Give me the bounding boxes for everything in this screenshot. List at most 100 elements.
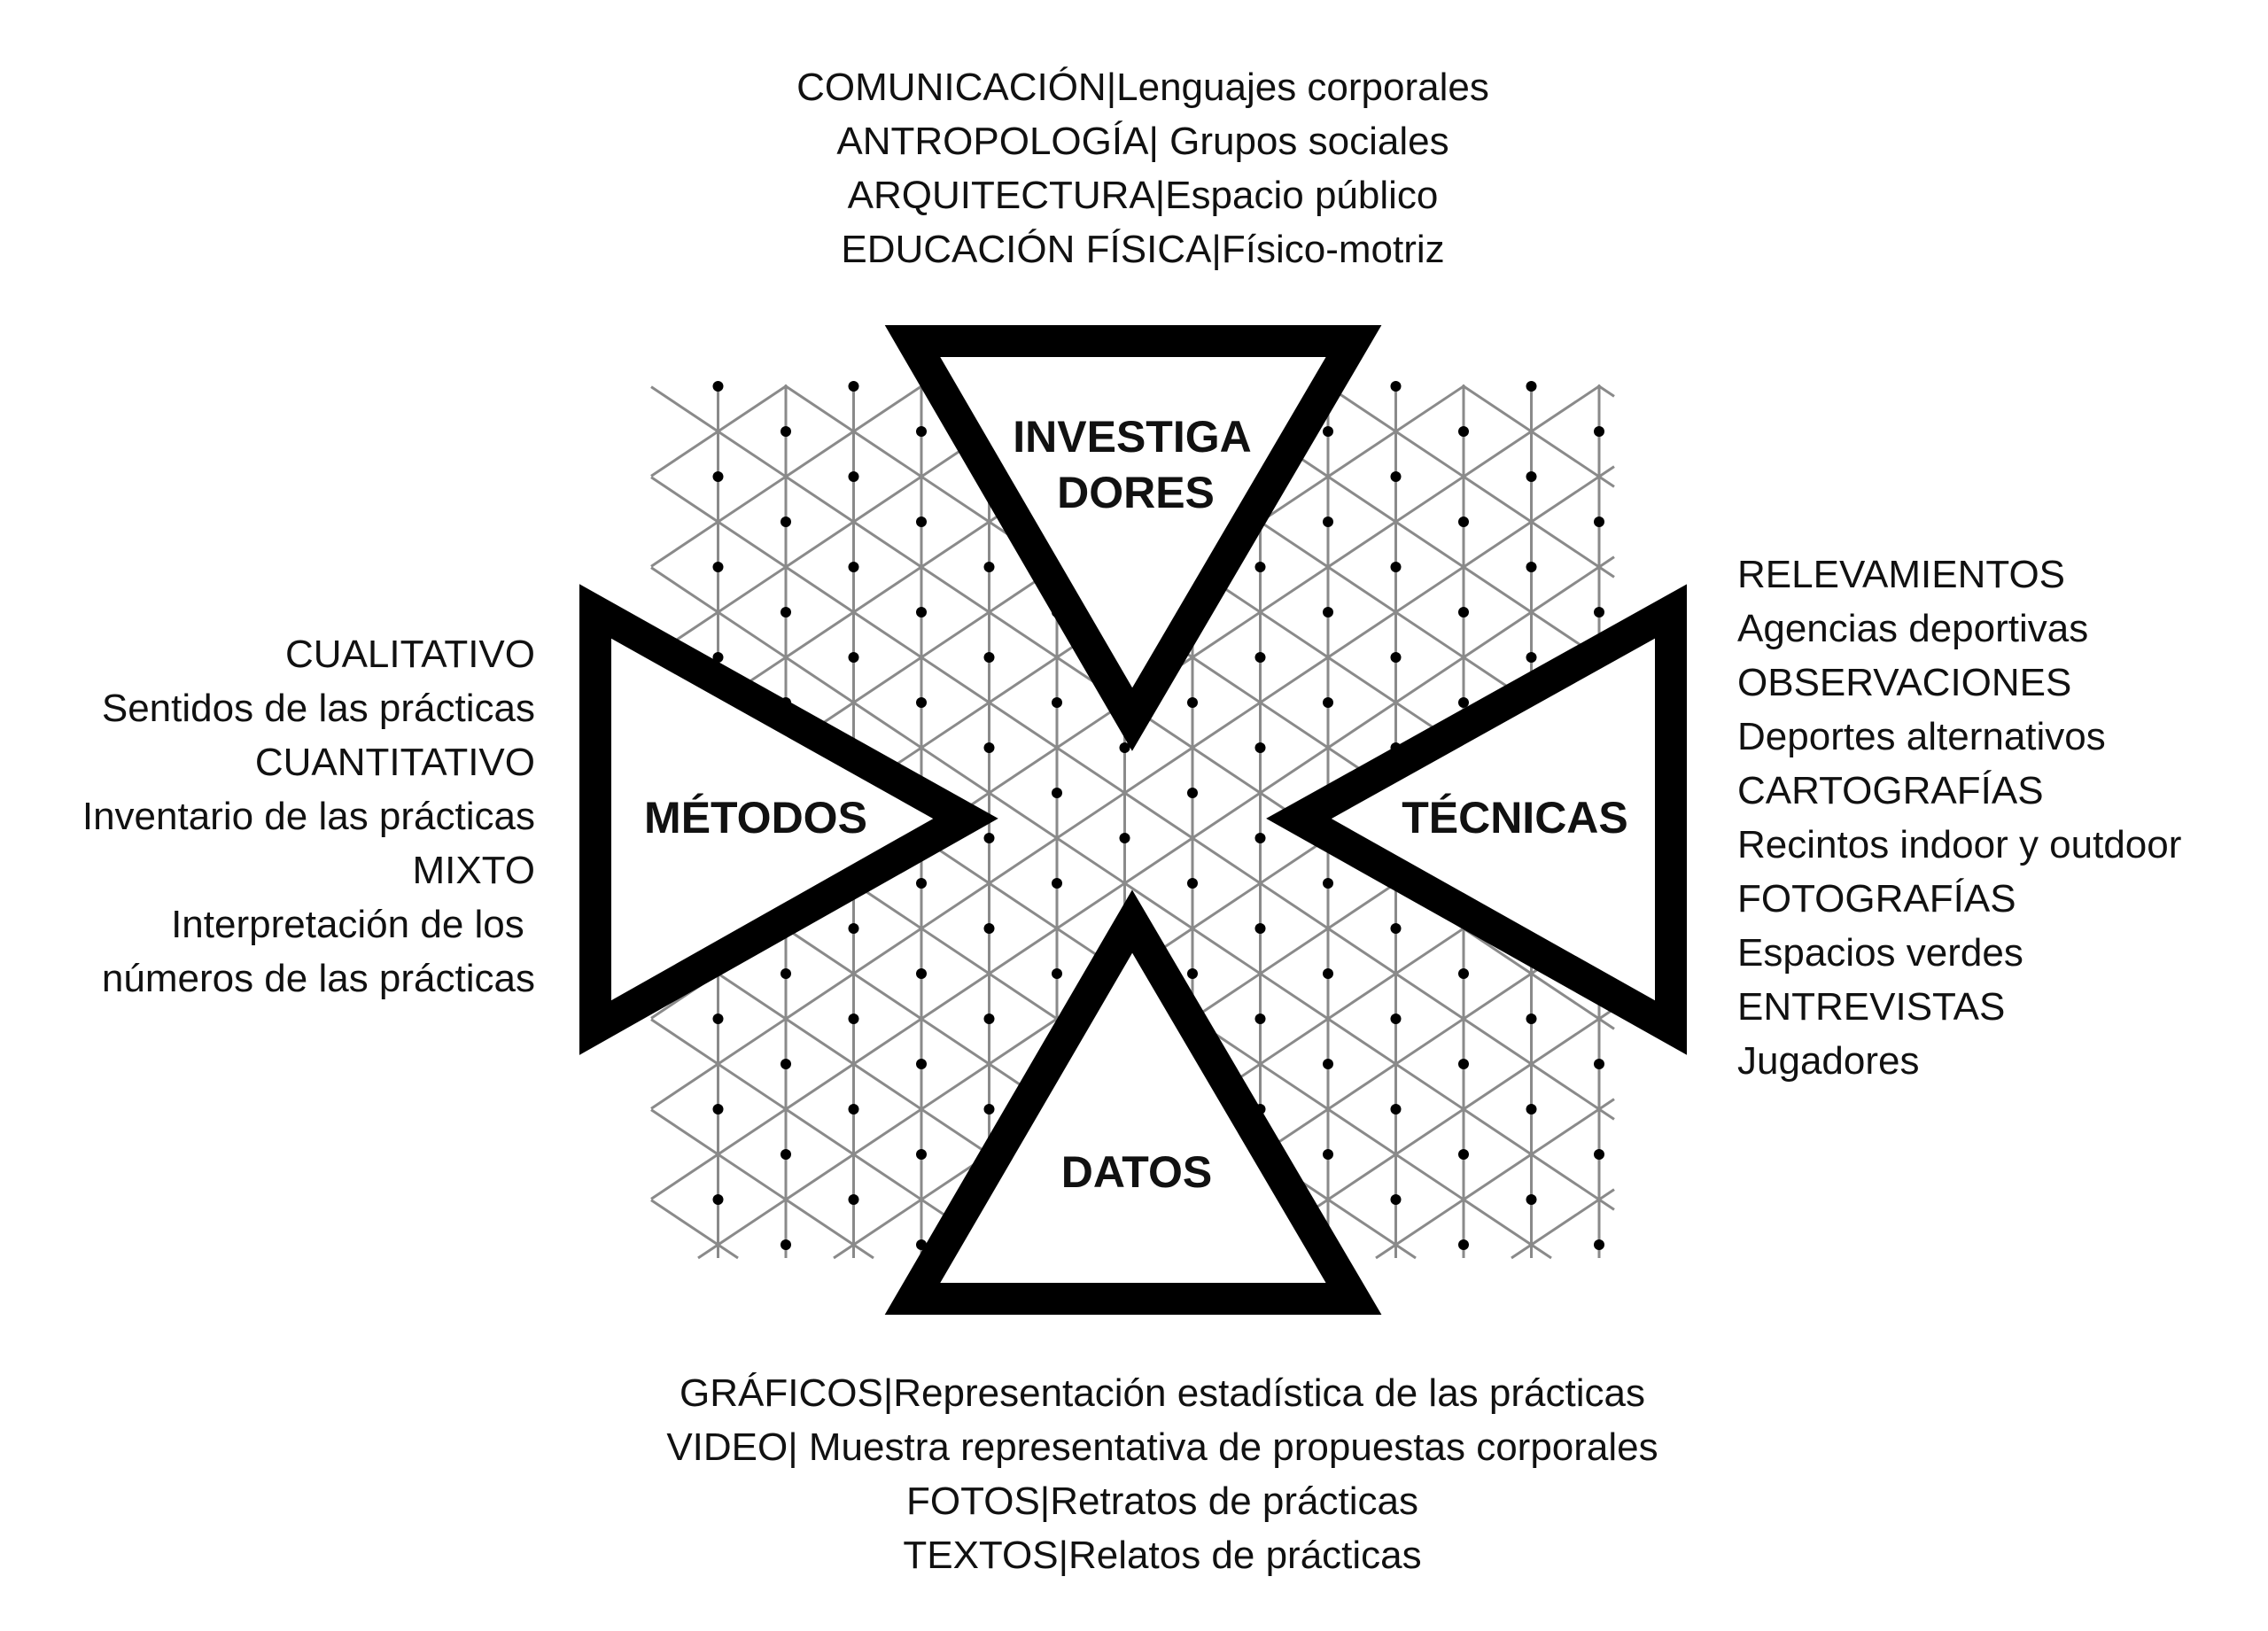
grid-line xyxy=(1596,384,1615,398)
grid-dot xyxy=(712,1104,724,1115)
grid-dot xyxy=(1390,923,1402,934)
grid-dot xyxy=(1458,968,1469,979)
grid-dot xyxy=(848,471,859,482)
grid-dot xyxy=(1052,697,1062,708)
grid-dot xyxy=(781,516,791,527)
grid-dot xyxy=(1323,878,1333,889)
grid-dot xyxy=(712,1194,724,1205)
left-list-item: Inventario de las prácticas xyxy=(82,795,535,838)
bottom-list-item: FOTOS|Retratos de prácticas xyxy=(906,1480,1418,1523)
grid-dot xyxy=(781,426,791,437)
grid-dot xyxy=(983,1014,995,1024)
grid-line xyxy=(1325,384,1615,579)
grid-dot xyxy=(1526,381,1537,392)
grid-dot xyxy=(1052,788,1062,798)
grid-dot xyxy=(1254,652,1266,663)
grid-dot xyxy=(1458,1149,1469,1160)
grid-dot xyxy=(983,923,995,934)
grid-dot xyxy=(983,742,995,753)
grid-dot xyxy=(1323,426,1333,437)
grid-line xyxy=(650,465,1615,1110)
right-list-item: Agencias deportivas xyxy=(1737,607,2088,650)
left-list: CUALITATIVO Sentidos de las prácticas CU… xyxy=(82,633,535,1000)
grid-line xyxy=(1461,384,1615,488)
grid-dot xyxy=(848,652,859,663)
left-list-item: Sentidos de las prácticas xyxy=(102,687,535,730)
right-list-item: Jugadores xyxy=(1737,1039,1919,1083)
grid-dot xyxy=(1323,516,1333,527)
right-list-item: RELEVAMIENTOS xyxy=(1737,553,2065,596)
triangle-metodos xyxy=(579,584,998,1055)
left-list-item: números de las prácticas xyxy=(102,957,535,1000)
bottom-list: GRÁFICOS|Representación estadística de l… xyxy=(666,1371,1658,1577)
right-list-item: Espacios verdes xyxy=(1737,931,2023,975)
grid-dot xyxy=(848,1014,859,1024)
grid-dot xyxy=(983,562,995,572)
grid-dot xyxy=(1594,1059,1604,1069)
grid-dot xyxy=(781,968,791,979)
grid-dot xyxy=(916,878,927,889)
grid-dot xyxy=(1187,968,1198,979)
grid-line xyxy=(650,555,1615,1200)
top-list-item: COMUNICACIÓN|Lenguajes corporales xyxy=(796,66,1489,109)
right-list-item: ENTREVISTAS xyxy=(1737,985,2005,1029)
grid-dot xyxy=(916,968,927,979)
grid-dot xyxy=(1594,607,1604,617)
right-list-item: Recintos indoor y outdoor xyxy=(1737,823,2181,866)
grid-dot xyxy=(1254,742,1266,753)
grid-dot xyxy=(848,562,859,572)
grid-dot xyxy=(1458,607,1469,617)
grid-dot xyxy=(1458,516,1469,527)
right-list-item: FOTOGRAFÍAS xyxy=(1737,877,2016,920)
grid-dot xyxy=(781,1149,791,1160)
grid-line xyxy=(1511,1188,1615,1260)
top-list-item: EDUCACIÓN FÍSICA|Físico-motriz xyxy=(841,228,1444,271)
grid-dot xyxy=(1323,968,1333,979)
grid-dot xyxy=(983,652,995,663)
grid-dot xyxy=(848,1104,859,1115)
grid-dot xyxy=(1594,1149,1604,1160)
grid-line xyxy=(650,1108,874,1260)
grid-dot xyxy=(1254,923,1266,934)
top-list-item: ARQUITECTURA|Espacio público xyxy=(848,174,1439,217)
grid-dot xyxy=(916,607,927,617)
grid-dot xyxy=(1187,697,1198,708)
grid-dot xyxy=(1526,1014,1537,1024)
label-investigadores-1: INVESTIGA xyxy=(1013,412,1251,462)
top-list: COMUNICACIÓN|Lenguajes corporales ANTROP… xyxy=(796,66,1489,271)
left-list-item: CUANTITATIVO xyxy=(255,741,535,784)
grid-dot xyxy=(916,1059,927,1069)
grid-line xyxy=(650,1199,739,1260)
right-list: RELEVAMIENTOS Agencias deportivas OBSERV… xyxy=(1737,553,2181,1083)
triangle-tecnicas xyxy=(1266,584,1687,1055)
grid-dot xyxy=(712,471,724,482)
grid-dot xyxy=(983,833,995,843)
bottom-list-item: GRÁFICOS|Representación estadística de l… xyxy=(680,1371,1645,1415)
grid-line xyxy=(650,566,1615,1211)
grid-dot xyxy=(1323,1149,1333,1160)
right-list-item: CARTOGRAFÍAS xyxy=(1737,769,2044,812)
grid-dot xyxy=(1254,833,1266,843)
grid-dot xyxy=(1052,968,1062,979)
grid-dot xyxy=(712,1014,724,1024)
grid-dot xyxy=(1187,788,1198,798)
grid-dot xyxy=(1390,562,1402,572)
label-metodos: MÉTODOS xyxy=(644,793,867,843)
label-investigadores-2: DORES xyxy=(1057,468,1215,517)
left-list-item: CUALITATIVO xyxy=(285,633,535,676)
grid-dot xyxy=(1458,426,1469,437)
grid-dot xyxy=(1390,652,1402,663)
grid-dot xyxy=(1526,1194,1537,1205)
grid-dot xyxy=(916,516,927,527)
grid-dot xyxy=(1254,1014,1266,1024)
grid-dot xyxy=(1390,1104,1402,1115)
grid-dot xyxy=(916,1149,927,1160)
grid-dot xyxy=(916,426,927,437)
grid-dot xyxy=(1594,426,1604,437)
grid-dot xyxy=(1119,742,1130,753)
grid-dot xyxy=(712,562,724,572)
grid-dot xyxy=(1390,471,1402,482)
grid-dot xyxy=(1323,607,1333,617)
top-list-item: ANTROPOLOGÍA| Grupos sociales xyxy=(836,120,1449,163)
triangle-datos xyxy=(884,889,1382,1315)
